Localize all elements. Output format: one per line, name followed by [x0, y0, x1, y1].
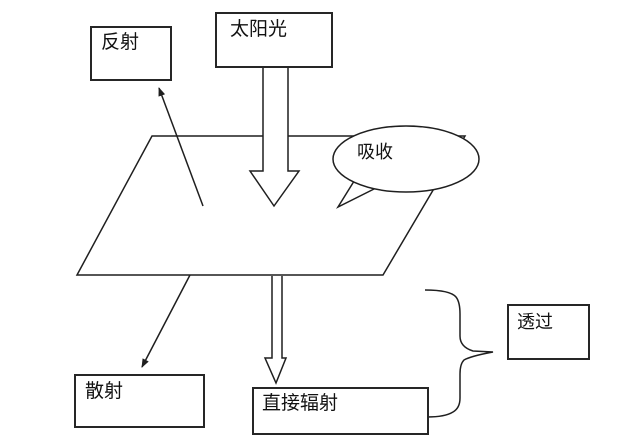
direct-radiation-arrow — [263, 276, 288, 385]
transmission-box: 透过 — [507, 304, 590, 360]
sunlight-label: 太阳光 — [230, 18, 288, 40]
sunlight-arrow — [248, 67, 301, 208]
absorption-label: 吸收 — [357, 142, 393, 163]
direct-radiation-box: 直接辐射 — [252, 387, 429, 435]
sunlight-box: 太阳光 — [215, 12, 333, 68]
scattering-arrow — [141, 274, 191, 368]
scattering-label: 散射 — [85, 380, 124, 402]
scattering-box: 散射 — [74, 374, 205, 428]
group-brace — [424, 289, 494, 418]
reflection-box: 反射 — [90, 26, 172, 81]
reflection-label: 反射 — [101, 31, 140, 53]
reflection-arrow — [158, 87, 204, 207]
direct-radiation-label: 直接辐射 — [262, 392, 339, 414]
transmission-label: 透过 — [517, 312, 553, 333]
absorption-bubble — [332, 125, 480, 193]
